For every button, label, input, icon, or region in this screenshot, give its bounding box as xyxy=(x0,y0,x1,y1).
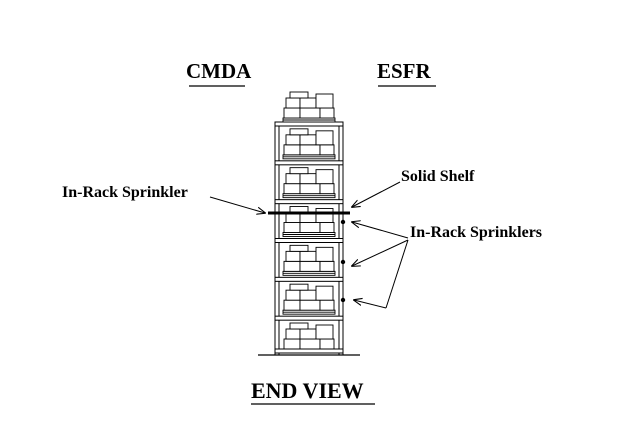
arrow-in-rack-sprinklers-3b xyxy=(354,300,387,309)
rack-beam xyxy=(274,238,344,243)
in-rack-sprinkler-label: In-Rack Sprinkler xyxy=(62,184,188,201)
top-pallet-load xyxy=(282,91,336,123)
rack-beam xyxy=(274,199,344,205)
rack-beam xyxy=(274,348,344,354)
in-rack-sprinklers-label: In-Rack Sprinklers xyxy=(410,224,543,241)
pallet-load xyxy=(282,167,336,199)
rack-beam xyxy=(274,276,344,282)
rack-tiers xyxy=(274,121,344,354)
solid-shelf-label: Solid Shelf xyxy=(401,168,475,185)
top-load xyxy=(282,91,336,123)
arrow-in-rack-sprinklers-3 xyxy=(385,239,409,309)
cmda-label: CMDA xyxy=(186,59,252,83)
in-rack-sprinkler-head-3 xyxy=(340,297,346,303)
arrow-in-rack-sprinklers-1 xyxy=(352,222,409,239)
in-rack-sprinkler-head-1 xyxy=(340,219,346,225)
rack-beam xyxy=(274,121,344,127)
rack-beam xyxy=(274,315,344,321)
arrow-solid-shelf xyxy=(352,181,401,207)
rack-beam xyxy=(274,160,344,166)
pallet-load xyxy=(282,128,336,160)
arrow-in-rack-sprinklers-2 xyxy=(352,239,409,266)
end-view-label: END VIEW xyxy=(251,378,364,403)
in-rack-sprinkler-head-2 xyxy=(340,259,346,265)
pallet-load xyxy=(282,283,336,315)
pallet-load xyxy=(282,206,336,237)
pallet-load xyxy=(282,244,336,276)
esfr-label: ESFR xyxy=(377,59,431,83)
leader-arrows xyxy=(209,181,409,309)
arrow-in-rack-sprinkler xyxy=(209,196,265,213)
